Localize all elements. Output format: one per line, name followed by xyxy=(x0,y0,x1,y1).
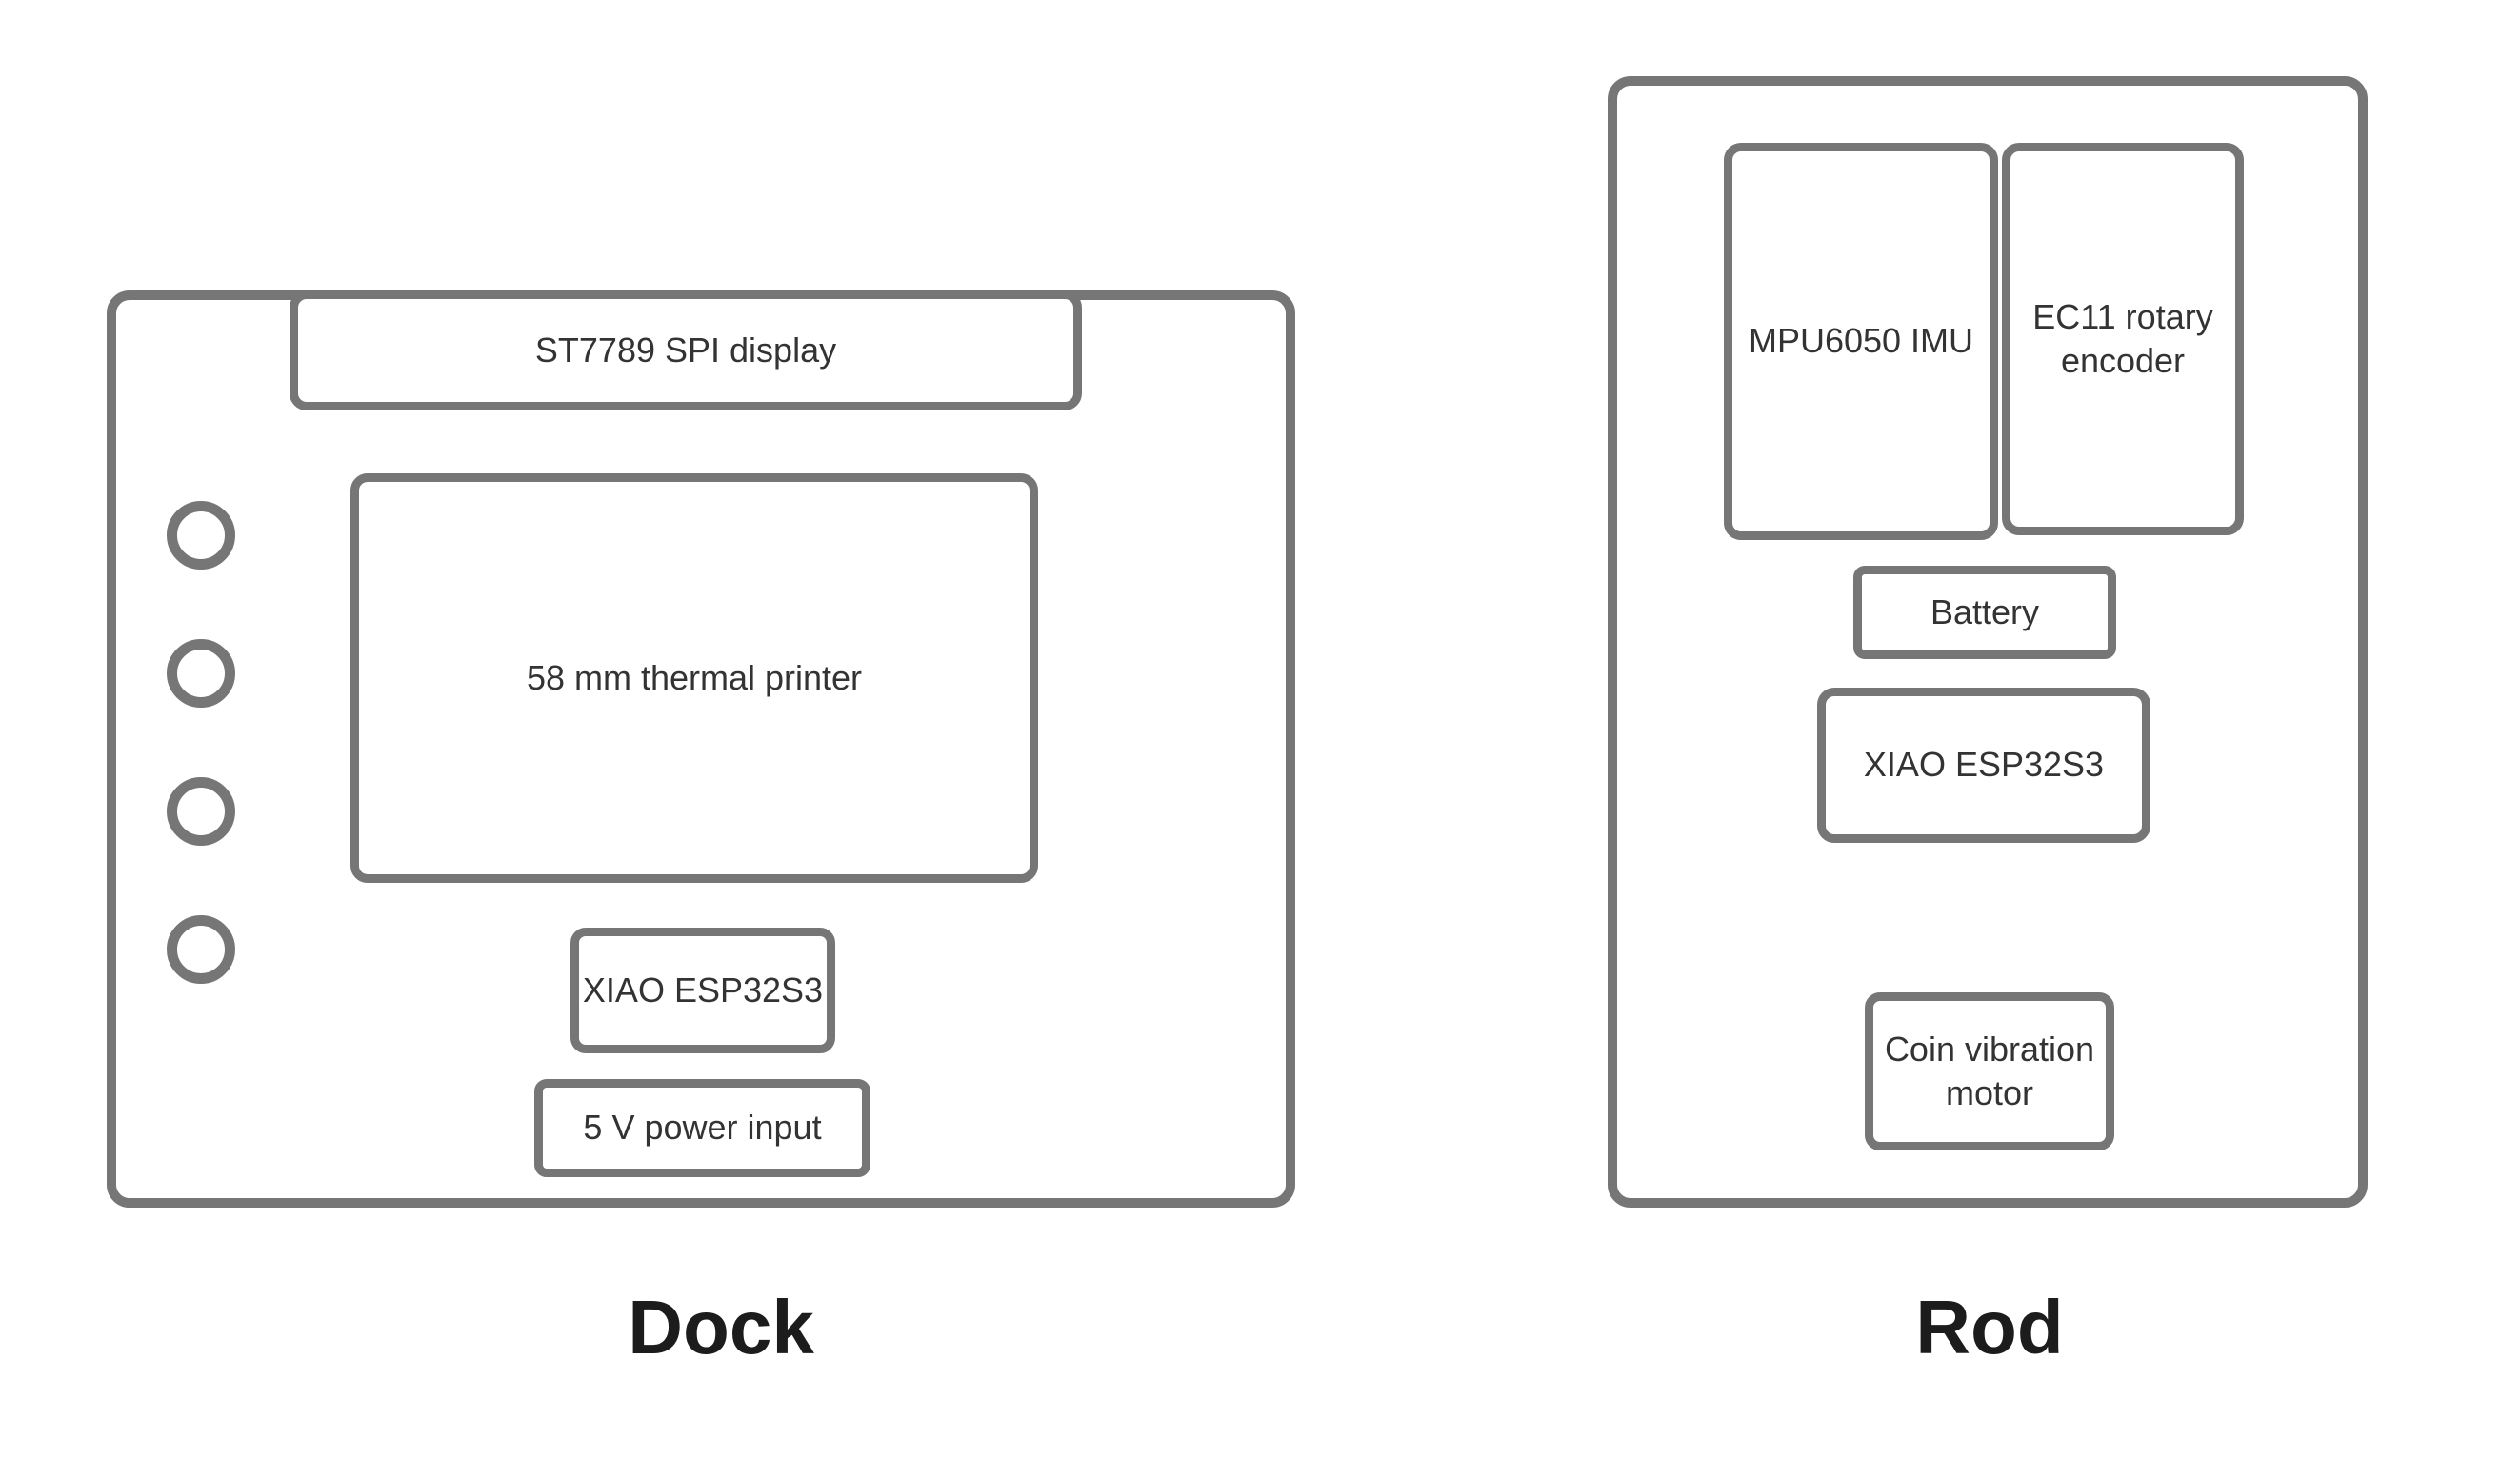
dock-mcu-node: XIAO ESP32S3 xyxy=(570,928,835,1053)
dock-circle-4 xyxy=(167,915,235,984)
rod-mcu-label: XIAO ESP32S3 xyxy=(1863,745,2105,785)
rod-imu-label: MPU6050 IMU xyxy=(1748,321,1974,361)
dock-display-node: ST7789 SPI display xyxy=(290,290,1082,410)
rod-vibration-motor-label: Coin vibration motor xyxy=(1884,1029,2095,1112)
dock-circle-2 xyxy=(167,639,235,708)
rod-imu-node: MPU6050 IMU xyxy=(1724,143,1998,540)
dock-caption: Dock xyxy=(628,1285,814,1370)
dock-display-label: ST7789 SPI display xyxy=(534,330,837,370)
dock-circle-1 xyxy=(167,501,235,570)
dock-mcu-label: XIAO ESP32S3 xyxy=(582,970,824,1010)
rod-battery-label: Battery xyxy=(1930,591,2040,631)
rod-vibration-motor-node: Coin vibration motor xyxy=(1865,992,2114,1150)
dock-thermal-printer-label: 58 mm thermal printer xyxy=(526,657,863,697)
dock-circle-3 xyxy=(167,777,235,846)
dock-power-input-node: 5 V power input xyxy=(534,1079,870,1177)
rod-encoder-node: EC11 rotary encoder xyxy=(2002,143,2244,535)
dock-thermal-printer-node: 58 mm thermal printer xyxy=(350,473,1038,883)
rod-encoder-label: EC11 rotary encoder xyxy=(2032,296,2213,380)
rod-caption: Rod xyxy=(1915,1285,2064,1370)
dock-power-input-label: 5 V power input xyxy=(583,1108,822,1148)
rod-battery-node: Battery xyxy=(1853,566,2116,659)
rod-mcu-node: XIAO ESP32S3 xyxy=(1817,688,2150,843)
